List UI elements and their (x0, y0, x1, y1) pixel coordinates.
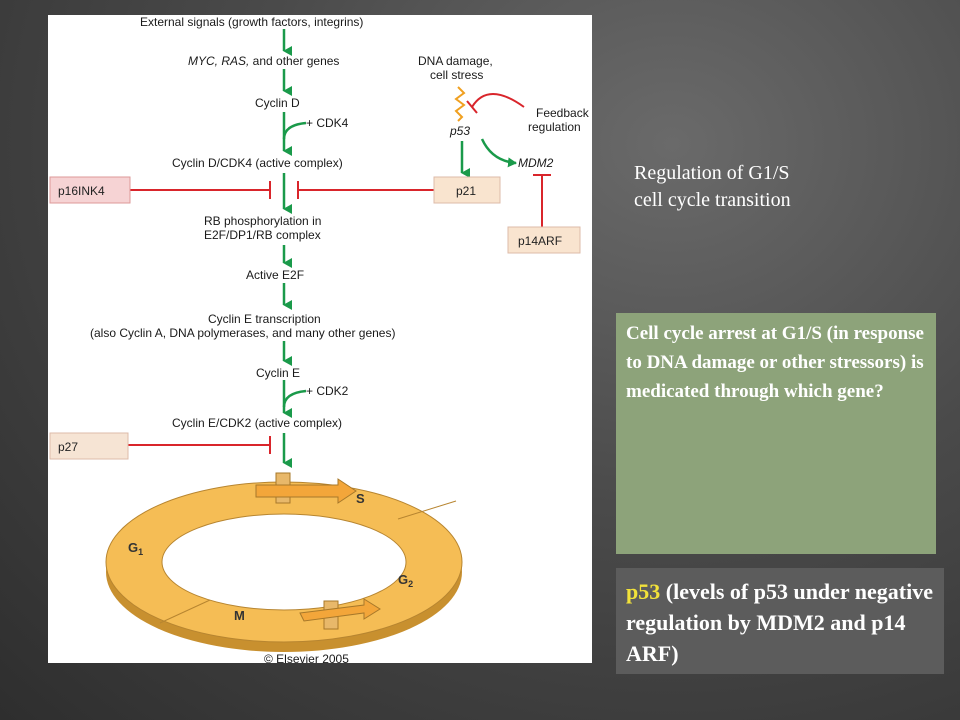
p16ink4-label: p16INK4 (58, 184, 105, 198)
caption-line1: Regulation of G1/S (634, 162, 790, 184)
inhibition-lines (128, 93, 551, 454)
phase-m-label: M (234, 608, 245, 623)
feedback-line1-label: Feedback (536, 106, 590, 120)
answer-text: (levels of p53 under negative regulation… (626, 579, 933, 666)
feedback-line2-label: regulation (528, 120, 581, 134)
active-e2f-label: Active E2F (246, 268, 304, 282)
answer-box: p53 (levels of p53 under negative regula… (616, 568, 944, 674)
plus-cdk2-label: + CDK2 (306, 384, 349, 398)
slide-caption: Regulation of G1/S cell cycle transition (634, 160, 874, 214)
cell-cycle-ring (105, 472, 463, 652)
cell-cycle-diagram: External signals (growth factors, integr… (48, 15, 592, 663)
plus-cdk4-label: + CDK4 (306, 116, 349, 130)
question-text: Cell cycle arrest at G1/S (in response t… (626, 323, 924, 402)
caption-line2: cell cycle transition (634, 189, 791, 211)
copyright-label: © Elsevier 2005 (264, 652, 349, 663)
dna-damage-line1-label: DNA damage, (418, 54, 493, 68)
phase-g1-label: G1 (128, 540, 143, 557)
p14arf-box (507, 226, 581, 254)
cyclin-e-label: Cyclin E (256, 366, 300, 380)
cyclin-e-transcription-label: Cyclin E transcription (208, 312, 321, 326)
p53-branch-arrows (460, 138, 517, 178)
cyclin-e-cdk2-label: Cyclin E/CDK2 (active complex) (172, 416, 342, 430)
rb-line2-label: E2F/DP1/RB complex (204, 228, 321, 242)
phase-s-label: S (356, 491, 365, 506)
rb-line1-label: RB phosphorylation in (204, 214, 321, 228)
cyclin-e-also-label: (also Cyclin A, DNA polymerases, and man… (90, 326, 395, 340)
external-signals-label: External signals (growth factors, integr… (140, 15, 363, 29)
cyclin-d-cdk4-label: Cyclin D/CDK4 (active complex) (172, 156, 343, 170)
question-box: Cell cycle arrest at G1/S (in response t… (616, 313, 936, 554)
cyclin-d-label: Cyclin D (255, 96, 300, 110)
p16ink4-box (49, 176, 131, 204)
answer-highlight: p53 (626, 579, 661, 604)
dna-damage-line2-label: cell stress (430, 68, 483, 82)
dna-damage-zigzag (454, 86, 466, 122)
p21-label: p21 (456, 184, 476, 198)
p27-label: p27 (58, 440, 78, 454)
p53-label: p53 (449, 124, 470, 138)
p14arf-label: p14ARF (518, 234, 562, 248)
phase-g2-label: G2 (398, 572, 413, 589)
p21-box (433, 176, 501, 204)
myc-ras-label: MYC, RAS, and other genes (188, 54, 339, 68)
p27-box (49, 432, 129, 460)
main-pathway-arrows (282, 29, 307, 468)
mdm2-label: MDM2 (518, 156, 554, 170)
